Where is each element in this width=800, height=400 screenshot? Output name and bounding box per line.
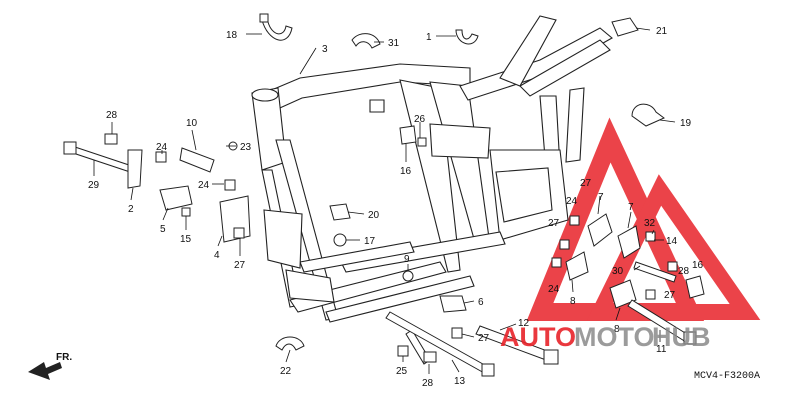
nut-part-26 — [417, 137, 427, 147]
callout-1: 1 — [426, 32, 432, 43]
bracket-part-8b — [609, 279, 637, 309]
callout-4: 4 — [214, 250, 220, 261]
callout-12: 12 — [518, 318, 530, 329]
callout-28b: 28 — [422, 378, 434, 389]
callout-27a: 27 — [234, 260, 246, 271]
callout-19: 19 — [680, 118, 692, 129]
callout-8a: 8 — [570, 296, 576, 307]
nut-part-27b — [451, 327, 463, 339]
callout-31: 31 — [388, 38, 400, 49]
washer-part-9 — [402, 270, 414, 282]
bolt-part-30 — [633, 261, 677, 283]
callout-27b: 27 — [478, 333, 490, 344]
callout-24c: 24 — [566, 196, 578, 207]
callout-23: 23 — [240, 142, 252, 153]
callout-21: 21 — [656, 26, 668, 37]
bracket-part-7b — [617, 225, 641, 259]
clamp-part-1 — [455, 29, 479, 45]
callout-3: 3 — [322, 44, 328, 55]
callout-24d: 24 — [548, 284, 560, 295]
watermark-brand-hub: HUB — [652, 322, 711, 352]
callout-26: 26 — [414, 114, 426, 125]
callout-24b: 24 — [198, 180, 210, 191]
nut-part-32 — [645, 231, 656, 242]
mount-part-16a — [399, 125, 417, 145]
callout-13: 13 — [454, 376, 466, 387]
bracket-part-6 — [439, 295, 467, 313]
nut-part-24d — [551, 257, 562, 268]
callout-25: 25 — [396, 366, 408, 377]
bracket-part-8a — [565, 251, 589, 281]
callout-7b: 7 — [628, 202, 634, 213]
nut-part-25 — [397, 345, 409, 357]
callout-10: 10 — [186, 118, 198, 129]
clamp-part-18 — [261, 19, 293, 41]
clamp-part-31 — [351, 33, 381, 49]
callout-11: 11 — [656, 344, 667, 355]
callout-24a: 24 — [156, 142, 168, 153]
callout-6: 6 — [478, 297, 484, 308]
parts-layer — [28, 13, 705, 380]
nut-part-24a — [155, 151, 167, 163]
washer-part-17 — [333, 233, 347, 247]
nut-part-27e — [645, 289, 656, 300]
bracket-part-5 — [159, 185, 193, 211]
bolt-28-top — [104, 133, 118, 145]
band-part-10 — [179, 147, 215, 173]
nut-part-28c — [667, 261, 678, 272]
watermark-text: AUTO MOTO HUB — [500, 322, 711, 352]
callout-28a: 28 — [106, 110, 118, 121]
watermark-brand-auto: AUTO — [500, 322, 576, 352]
clamp-part-19 — [631, 103, 665, 127]
callout-27c: 27 — [580, 178, 592, 189]
clamp-part-21 — [611, 17, 639, 37]
bracket-part-7a — [587, 213, 613, 247]
bolt-part-27a — [233, 227, 245, 239]
callout-28c: 28 — [678, 266, 690, 277]
callout-22: 22 — [280, 366, 292, 377]
callout-16a: 16 — [400, 166, 412, 177]
leader-lines — [93, 27, 676, 374]
bolt-29 — [63, 141, 139, 175]
direction-label: FR. — [56, 352, 72, 363]
mount-part-16b — [685, 275, 705, 299]
bolt-part-13 — [385, 311, 495, 377]
clip-part-20 — [329, 203, 351, 221]
bolt-part-28b — [405, 329, 437, 365]
callout-16b: 16 — [692, 260, 704, 271]
callout-9: 9 — [404, 254, 410, 265]
callout-15: 15 — [180, 234, 192, 245]
nut-part-27d — [559, 239, 570, 250]
callout-20: 20 — [368, 210, 380, 221]
diagram-code: MCV4-F3200A — [694, 371, 760, 382]
callout-7a: 7 — [598, 192, 604, 203]
fr-arrow-icon — [28, 362, 62, 380]
callout-18: 18 — [226, 30, 238, 41]
clamp-part-22 — [275, 336, 305, 351]
callout-8b: 8 — [614, 324, 620, 335]
callout-labels: 18 3 31 1 21 19 28 10 23 24 29 2 24 5 15… — [56, 26, 760, 389]
nut-part-24c — [569, 215, 580, 226]
bolt-part-15 — [181, 207, 191, 217]
watermark-logo — [526, 117, 761, 321]
watermark-brand-moto: MOTO — [574, 322, 655, 352]
callout-27e: 27 — [664, 290, 676, 301]
callout-29: 29 — [88, 180, 100, 191]
callout-14: 14 — [666, 236, 678, 247]
callout-17: 17 — [364, 236, 376, 247]
callout-27d: 27 — [548, 218, 560, 229]
callout-5: 5 — [160, 224, 166, 235]
bolt-part-12 — [475, 325, 559, 365]
callout-32: 32 — [644, 218, 656, 229]
bracket-part-2 — [127, 149, 143, 189]
bolt-part-11 — [627, 299, 697, 345]
nut-part-24b — [224, 179, 236, 191]
callout-30: 30 — [612, 266, 624, 277]
callout-2: 2 — [128, 204, 134, 215]
